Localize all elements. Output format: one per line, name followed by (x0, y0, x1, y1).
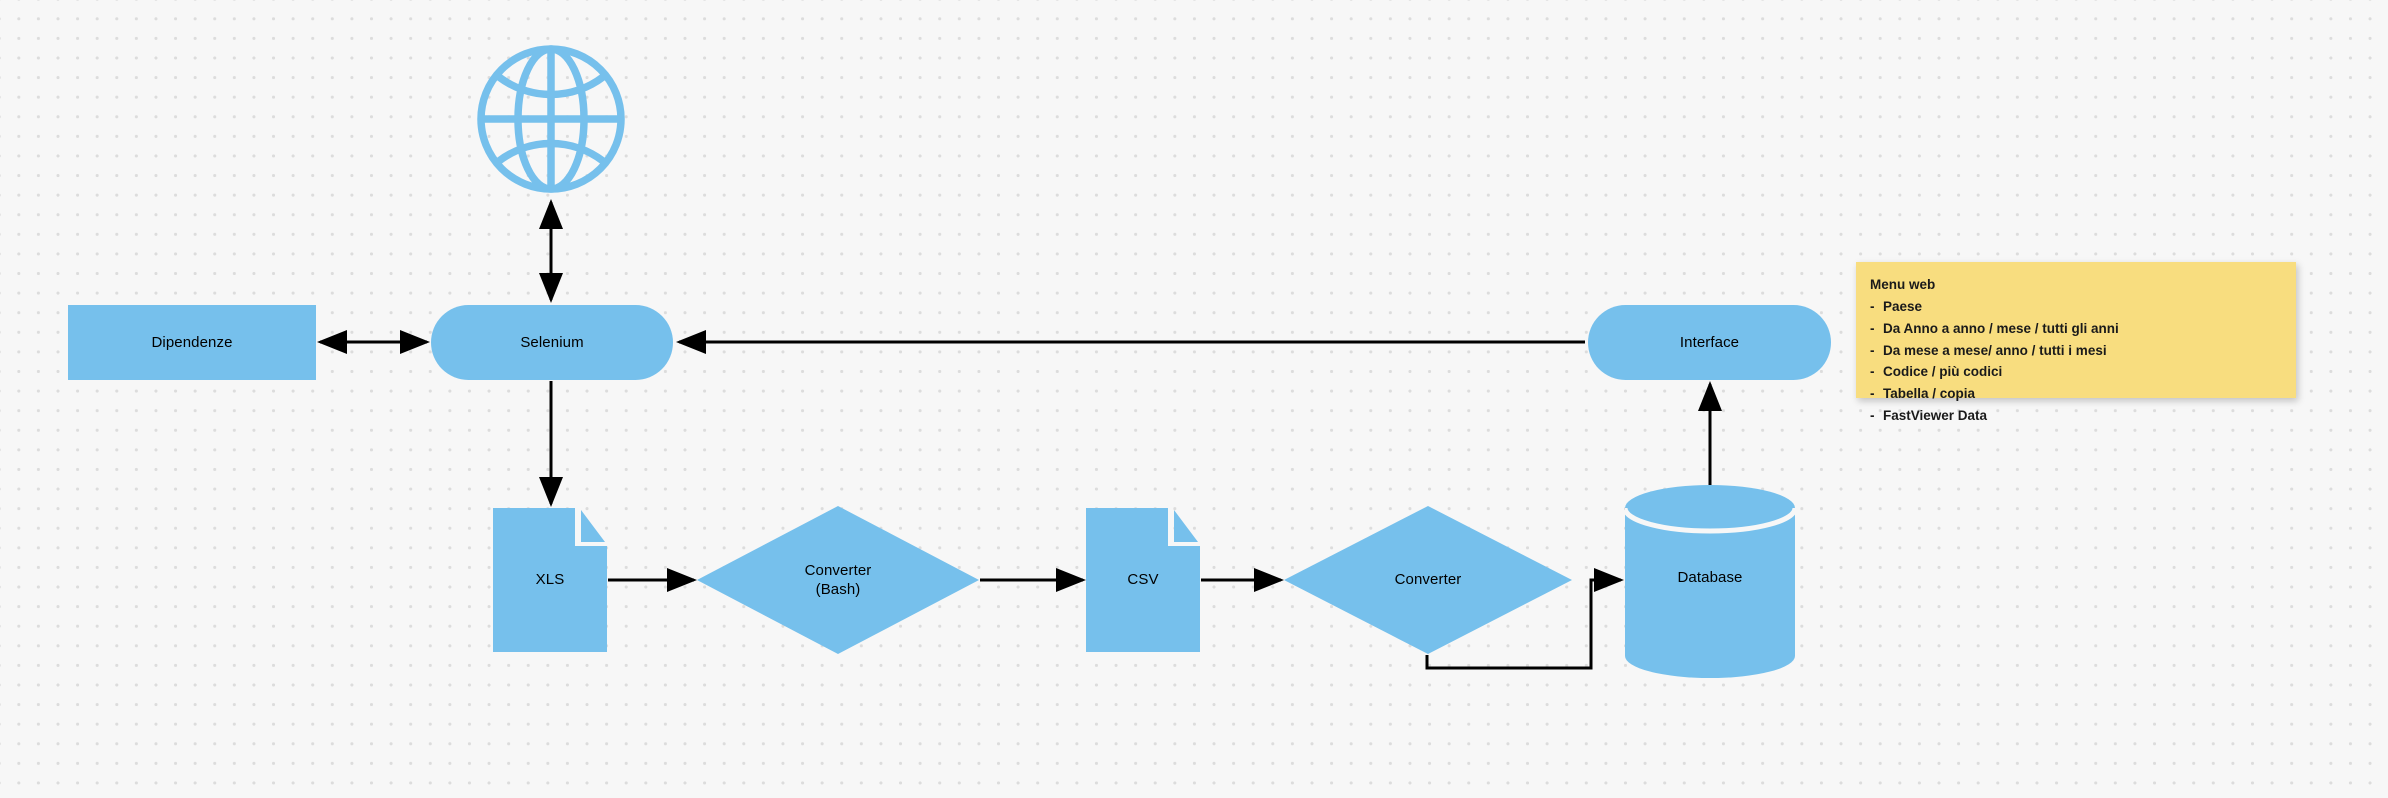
sticky-note-item: -Tabella / copia (1870, 383, 2282, 405)
cylinder-shape (1625, 485, 1795, 678)
diamond-shape (1284, 506, 1572, 654)
node-interface[interactable]: Interface (1588, 305, 1831, 380)
bullet-dash: - (1870, 364, 1875, 380)
sticky-note-item: -Paese (1870, 296, 2282, 318)
bullet-dash: - (1870, 298, 1875, 314)
node-selenium-label: Selenium (520, 333, 584, 351)
sticky-note-item: -Da Anno a anno / mese / tutti gli anni (1870, 318, 2282, 340)
sticky-note-menu-web[interactable]: Menu web -Paese -Da Anno a anno / mese /… (1856, 262, 2296, 423)
node-dipendenze-label: Dipendenze (151, 333, 233, 351)
document-icon (1086, 508, 1200, 652)
node-converter-label: Converter (1394, 571, 1462, 589)
node-interface-label: Interface (1679, 333, 1740, 351)
bullet-dash: - (1870, 320, 1875, 336)
sticky-note-item: -FastViewer Data (1870, 405, 2282, 427)
sticky-note-item: -Codice / più codici (1870, 361, 2282, 383)
document-icon (493, 508, 607, 652)
sticky-note-title: Menu web (1870, 277, 1936, 292)
node-xls[interactable]: XLS (493, 508, 607, 652)
diamond-shape (697, 506, 979, 654)
sticky-note-item-text: Da mese a mese/ anno / tutti i mesi (1883, 342, 2107, 358)
bullet-dash: - (1870, 386, 1875, 402)
sticky-note-list: -Paese -Da Anno a anno / mese / tutti gl… (1870, 296, 2282, 427)
node-csv[interactable]: CSV (1086, 508, 1200, 652)
node-internet[interactable] (476, 44, 626, 194)
sticky-note-item-text: Codice / più codici (1883, 364, 2003, 380)
sticky-note-item-text: Paese (1883, 298, 1923, 314)
globe-icon (477, 45, 625, 193)
node-converter-bash-label: Converter (Bash) (804, 561, 872, 598)
sticky-note-item-text: Tabella / copia (1883, 386, 1976, 402)
node-csv-label: CSV (1127, 571, 1159, 589)
bullet-dash: - (1870, 408, 1875, 424)
sticky-note-item: -Da mese a mese/ anno / tutti i mesi (1870, 340, 2282, 362)
node-xls-label: XLS (535, 571, 565, 589)
bullet-dash: - (1870, 342, 1875, 358)
node-selenium[interactable]: Selenium (431, 305, 673, 380)
node-converter-bash[interactable]: Converter (Bash) (697, 506, 979, 654)
sticky-note-item-text: Da Anno a anno / mese / tutti gli anni (1883, 320, 2119, 336)
sticky-note-item-text: FastViewer Data (1883, 408, 1988, 424)
node-database[interactable]: Database (1625, 478, 1795, 678)
node-converter[interactable]: Converter (1284, 506, 1572, 654)
node-database-label: Database (1677, 569, 1743, 587)
node-dipendenze[interactable]: Dipendenze (68, 305, 316, 380)
